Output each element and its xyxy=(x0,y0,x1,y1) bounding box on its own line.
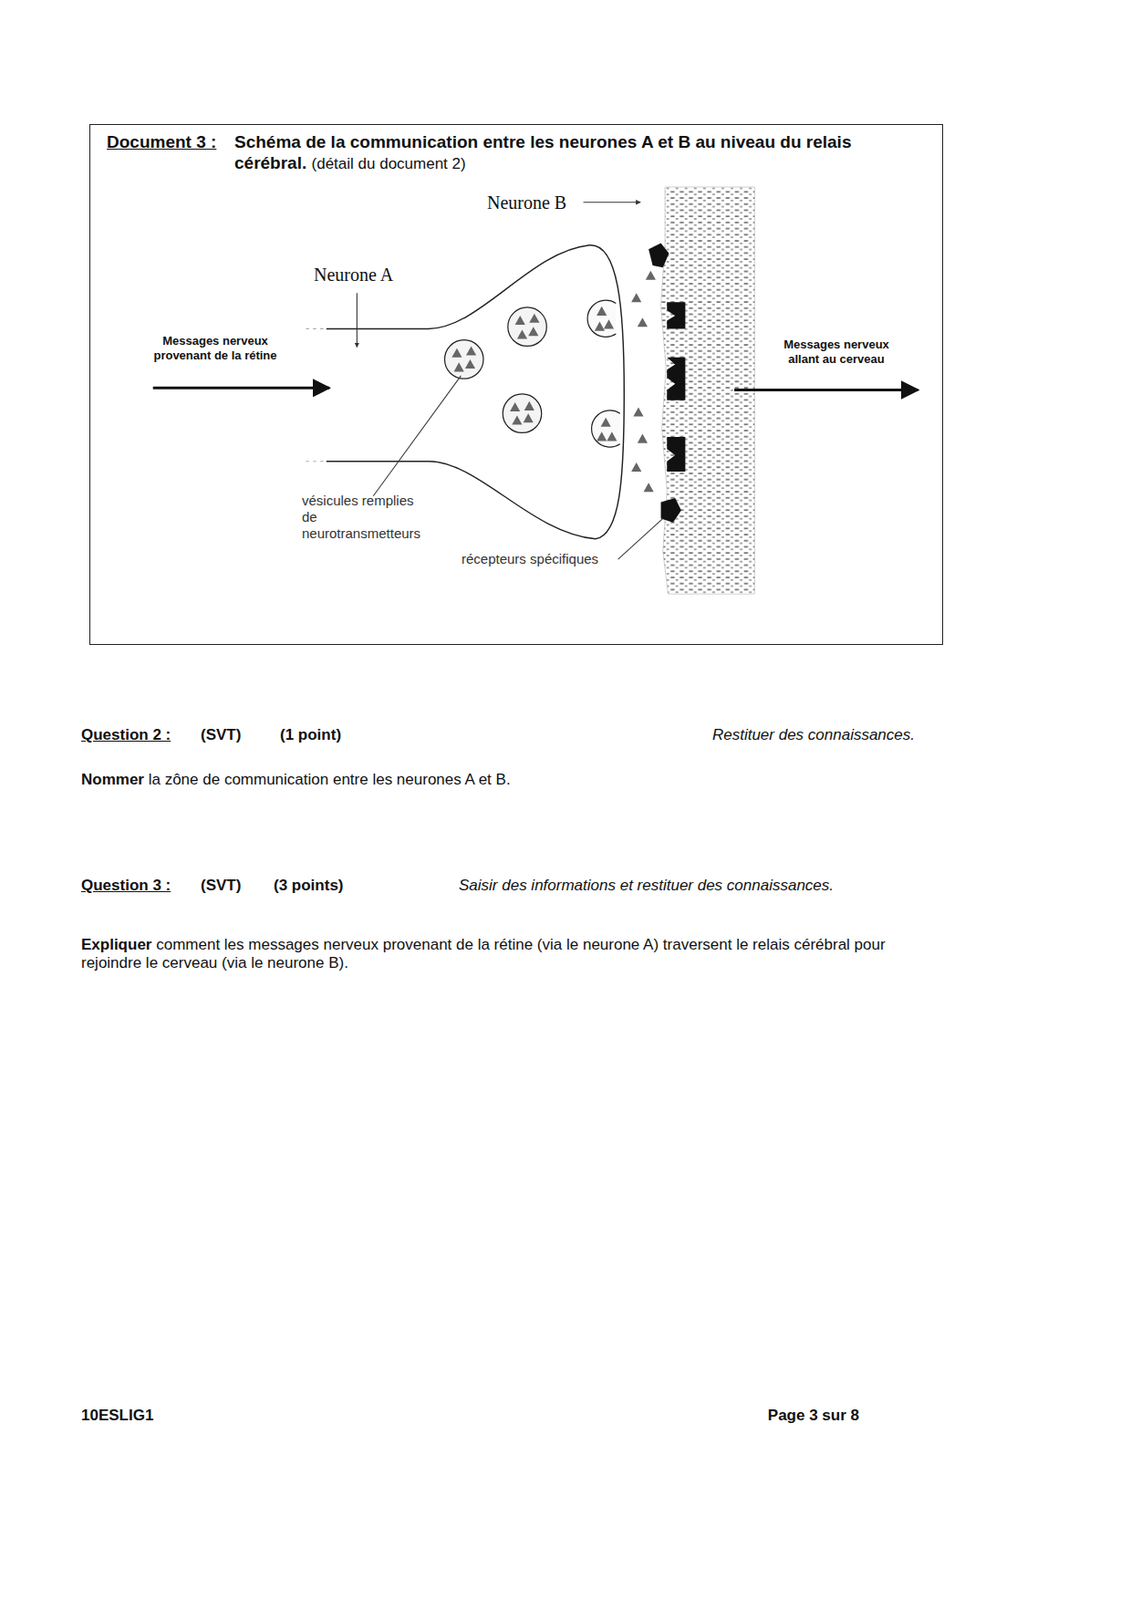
skill-note: Saisir des informations et restituer des… xyxy=(458,876,934,895)
question-text: la zône de communication entre les neuro… xyxy=(148,770,511,789)
neurotransmitters xyxy=(451,270,656,493)
question-text: comment les messages nerveux provenant d… xyxy=(81,935,886,972)
part-label: vésicules remplies de neurotransmetteurs xyxy=(301,492,432,542)
page-number: Page 3 sur 8 xyxy=(767,1406,860,1424)
points: (1 point) xyxy=(280,726,342,744)
neuron-label: Neurone A xyxy=(313,264,394,285)
page-code: 10ESLIG1 xyxy=(81,1406,154,1425)
question-text: Expliquer xyxy=(81,935,152,954)
question-heading: Question 2 : xyxy=(81,726,171,745)
points: (3 points) xyxy=(273,876,344,895)
neuron-label: Neurone B xyxy=(487,192,567,213)
page-code: 10ESLIG1 xyxy=(81,1406,154,1424)
signal-label: Messages nerveux provenant de la rétine xyxy=(153,333,277,363)
skill-note: Restituer des connaissances. xyxy=(712,726,915,744)
points: (1 point) xyxy=(280,726,342,745)
leader-line xyxy=(618,518,664,560)
part-label: récepteurs spécifiques xyxy=(461,550,599,567)
subject-tag: (SVT) xyxy=(200,726,241,744)
subject-tag: (SVT) xyxy=(200,876,241,894)
receptors xyxy=(648,243,685,523)
neuron-label: Neurone B xyxy=(487,191,567,214)
skill-note: Saisir des informations et restituer des… xyxy=(458,876,834,894)
question-heading: Question 3 : xyxy=(81,876,171,895)
part-label: récepteurs spécifiques xyxy=(461,550,599,568)
input-arrow xyxy=(153,386,330,390)
output-arrow xyxy=(734,388,918,392)
signal-label: Messages nerveux allant au cerveau xyxy=(767,337,905,366)
document-label: Document 3 : xyxy=(106,132,217,152)
skill-note: Restituer des connaissances. xyxy=(712,726,915,745)
subject-tag: (SVT) xyxy=(200,726,241,745)
question-heading: Question 3 : xyxy=(81,876,171,894)
signal-label: Messages nerveux allant au cerveau xyxy=(783,337,890,366)
vesicles xyxy=(445,300,621,447)
question-text: Nommer xyxy=(81,770,145,789)
leader-line xyxy=(373,375,461,497)
axon-edge xyxy=(305,328,326,461)
document-reference: (détail du document 2) xyxy=(311,155,467,173)
part-label: vésicules remplies de neurotransmetteurs xyxy=(301,492,421,541)
question-heading: Question 2 : xyxy=(81,726,171,744)
question-text: Nommer la zône de communication entre le… xyxy=(81,770,948,789)
leader-line xyxy=(583,201,642,203)
neuron-label: Neurone A xyxy=(313,263,394,286)
points: (3 points) xyxy=(273,876,344,894)
page-number: Page 3 sur 8 xyxy=(767,1406,860,1425)
question-text: Expliquer comment les messages nerveux p… xyxy=(81,935,907,974)
subject-tag: (SVT) xyxy=(200,876,241,895)
signal-label: Messages nerveux provenant de la rétine xyxy=(132,333,299,363)
leader-line xyxy=(356,292,358,347)
